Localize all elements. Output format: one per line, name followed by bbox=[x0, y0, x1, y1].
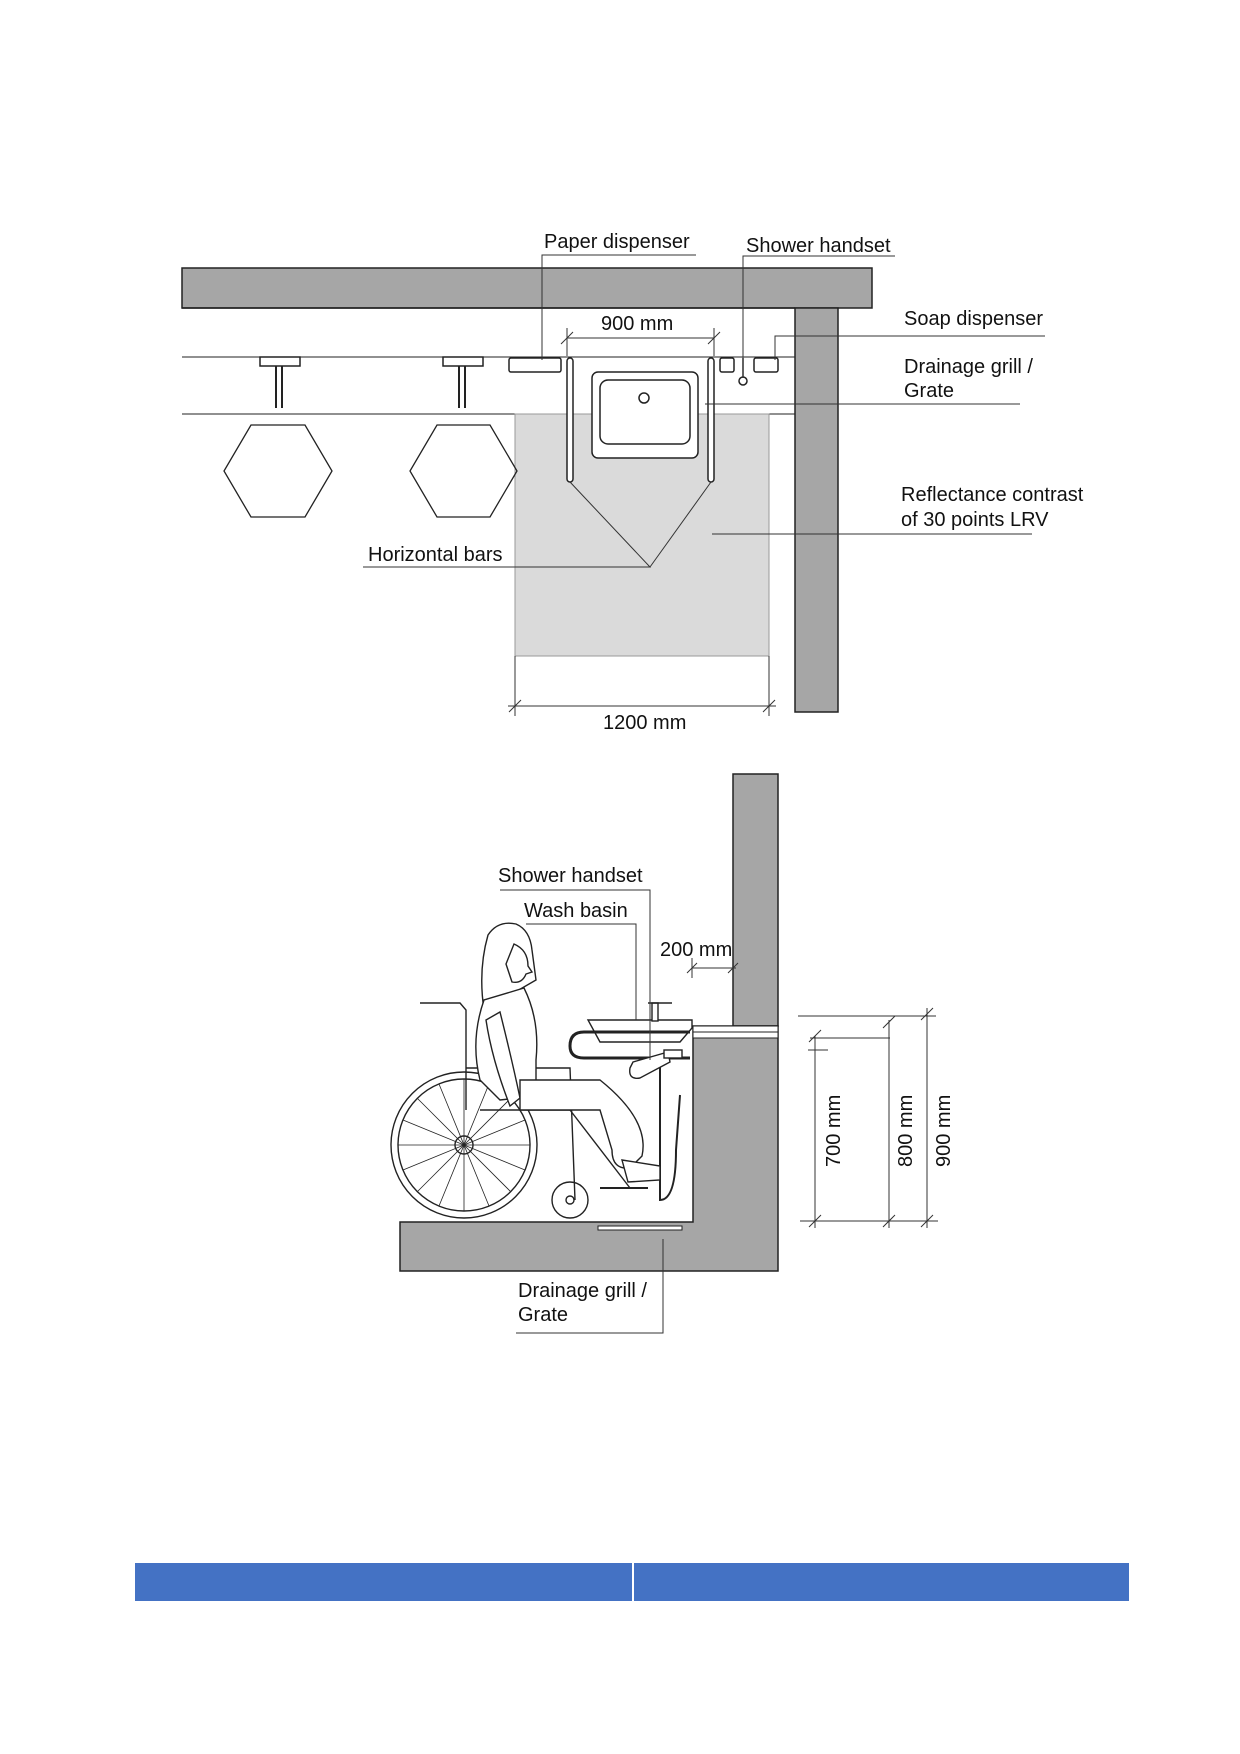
plan-view bbox=[181, 254, 1045, 716]
plan-basin-drain bbox=[638, 392, 650, 404]
label-reflectance-line2: of 30 points LRV bbox=[901, 509, 1049, 531]
label-drainage-section-line1: Drainage grill / bbox=[518, 1280, 647, 1302]
label-reflectance-line1: Reflectance contrast bbox=[901, 484, 1084, 506]
wheelchair-rear-wheel bbox=[390, 1071, 538, 1219]
footer-bar-left bbox=[135, 1563, 632, 1601]
section-shower-hose bbox=[659, 1064, 681, 1202]
plan-tap-1 bbox=[259, 356, 301, 408]
dim-label-900-height: 900 mm bbox=[933, 1095, 955, 1167]
person-arm bbox=[485, 1010, 521, 1108]
label-drainage-plan-line1: Drainage grill / bbox=[904, 356, 1033, 378]
label-shower-handset-section: Shower handset bbox=[498, 865, 643, 887]
section-view bbox=[399, 773, 779, 1272]
seated-person bbox=[475, 922, 661, 1183]
plan-dim-900 bbox=[560, 328, 721, 356]
wheelchair-front-castor bbox=[551, 1181, 589, 1219]
label-drainage-section-line2: Grate bbox=[518, 1304, 568, 1326]
plan-shower-handset bbox=[738, 376, 748, 386]
wheelchair-spokes bbox=[398, 1079, 530, 1211]
section-drainage-grate bbox=[597, 1225, 683, 1231]
label-wash-basin: Wash basin bbox=[524, 900, 628, 922]
dim-label-900: 900 mm bbox=[601, 313, 673, 335]
plan-tap-2 bbox=[442, 356, 484, 408]
dim-label-800: 800 mm bbox=[895, 1095, 917, 1167]
wheelchair bbox=[390, 1002, 648, 1219]
section-dim-200 bbox=[686, 958, 739, 978]
dim-label-700: 700 mm bbox=[823, 1095, 845, 1167]
section-height-dims bbox=[798, 1007, 938, 1228]
footer-bar-right bbox=[634, 1563, 1129, 1601]
section-shower-handset bbox=[629, 1051, 671, 1079]
label-paper-dispenser: Paper dispenser bbox=[544, 231, 690, 253]
plan-dim-1200 bbox=[508, 656, 776, 716]
plan-horizontal-bars bbox=[566, 357, 715, 483]
plan-wash-basin-inner bbox=[599, 379, 691, 445]
plan-shower-holder bbox=[719, 357, 735, 373]
person-foot bbox=[621, 1159, 661, 1183]
label-shower-handset-plan: Shower handset bbox=[746, 235, 891, 257]
plan-soap-dispenser bbox=[753, 357, 779, 373]
dim-label-1200: 1200 mm bbox=[603, 712, 686, 734]
plan-top-wall bbox=[181, 267, 873, 309]
label-horizontal-bars: Horizontal bars bbox=[368, 544, 503, 566]
person-face bbox=[505, 943, 534, 984]
plan-leaders bbox=[363, 254, 1045, 568]
section-fixtures bbox=[568, 1002, 693, 1202]
section-back-wall bbox=[732, 773, 779, 1027]
section-tap bbox=[651, 1002, 659, 1022]
label-drainage-plan-line2: Grate bbox=[904, 380, 954, 402]
plan-paper-dispenser bbox=[508, 357, 562, 373]
plan-right-wall bbox=[794, 307, 839, 713]
label-soap-dispenser: Soap dispenser bbox=[904, 308, 1043, 330]
section-leaders bbox=[500, 889, 664, 1334]
dim-label-200: 200 mm bbox=[660, 939, 732, 961]
plan-hexagon-2 bbox=[409, 424, 518, 518]
plan-hexagon-1 bbox=[223, 424, 333, 518]
section-grab-bar bbox=[568, 1030, 690, 1060]
